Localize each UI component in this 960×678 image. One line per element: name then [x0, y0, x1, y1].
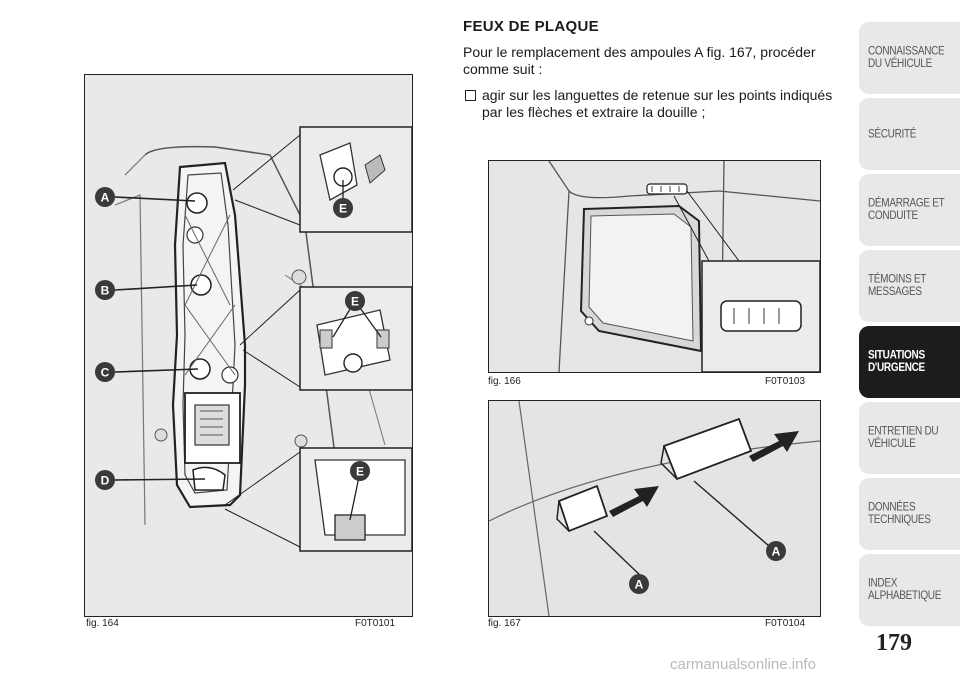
svg-text:C: C [101, 366, 110, 380]
figure-164: A B C D E E E [84, 74, 413, 617]
fig-164-caption: fig. 164 [86, 618, 119, 629]
svg-text:A: A [101, 191, 110, 205]
intro-paragraph: Pour le remplacement des ampoules A fig.… [463, 44, 816, 77]
tab-securite[interactable]: SÉCURITÉ [859, 98, 960, 170]
tab-entretien[interactable]: ENTRETIEN DU VÉHICULE [859, 402, 960, 474]
figure-167: A A [488, 400, 821, 617]
chapter-tabs: CONNAISSANCE DU VÉHICULE SÉCURITÉ DÉMARR… [859, 22, 960, 630]
tab-donnees[interactable]: DONNÉES TECHNIQUES [859, 478, 960, 550]
svg-text:E: E [339, 202, 347, 216]
checkbox-bullet-icon [465, 90, 476, 101]
callout-a-upper: A [766, 541, 786, 561]
svg-text:D: D [101, 474, 110, 488]
callout-c: C [95, 362, 115, 382]
callout-a: A [95, 187, 115, 207]
tail-light-diagram: A B C D E E E [95, 126, 412, 552]
callout-b: B [95, 280, 115, 300]
tab-temoins[interactable]: TÉMOINS ET MESSAGES [859, 250, 960, 322]
watermark: carmanualsonline.info [670, 656, 816, 673]
fig-166-code: F0T0103 [765, 376, 806, 387]
svg-text:E: E [351, 295, 359, 309]
fig-164-code: F0T0101 [355, 618, 396, 629]
callout-e-1: E [333, 198, 353, 218]
svg-text:A: A [635, 578, 644, 592]
plate-light-diagram: A A [489, 401, 820, 616]
fig-166-caption: fig. 166 [488, 376, 521, 387]
page-number: 179 [876, 630, 912, 656]
callout-e-3: E [350, 461, 370, 481]
tab-index[interactable]: INDEX ALPHABETIQUE [859, 554, 960, 626]
svg-text:A: A [772, 545, 781, 559]
step-text: agir sur les languettes de retenue sur l… [482, 87, 833, 120]
tab-situations-urgence[interactable]: SITUATIONS D'URGENCE [859, 326, 960, 398]
tab-demarrage[interactable]: DÉMARRAGE ET CONDUITE [859, 174, 960, 246]
callout-a-lower: A [629, 574, 649, 594]
callout-e-2: E [345, 291, 365, 311]
svg-text:B: B [101, 284, 110, 298]
svg-text:E: E [356, 465, 364, 479]
callout-d: D [95, 470, 115, 490]
tab-connaissance[interactable]: CONNAISSANCE DU VÉHICULE [859, 22, 960, 94]
section-title: FEUX DE PLAQUE [463, 18, 599, 35]
step-item: agir sur les languettes de retenue sur l… [463, 87, 843, 121]
fig-167-caption: fig. 167 [488, 618, 521, 629]
rear-door-diagram [489, 161, 820, 372]
fig-167-code: F0T0104 [765, 618, 806, 629]
figure-166 [488, 160, 821, 373]
